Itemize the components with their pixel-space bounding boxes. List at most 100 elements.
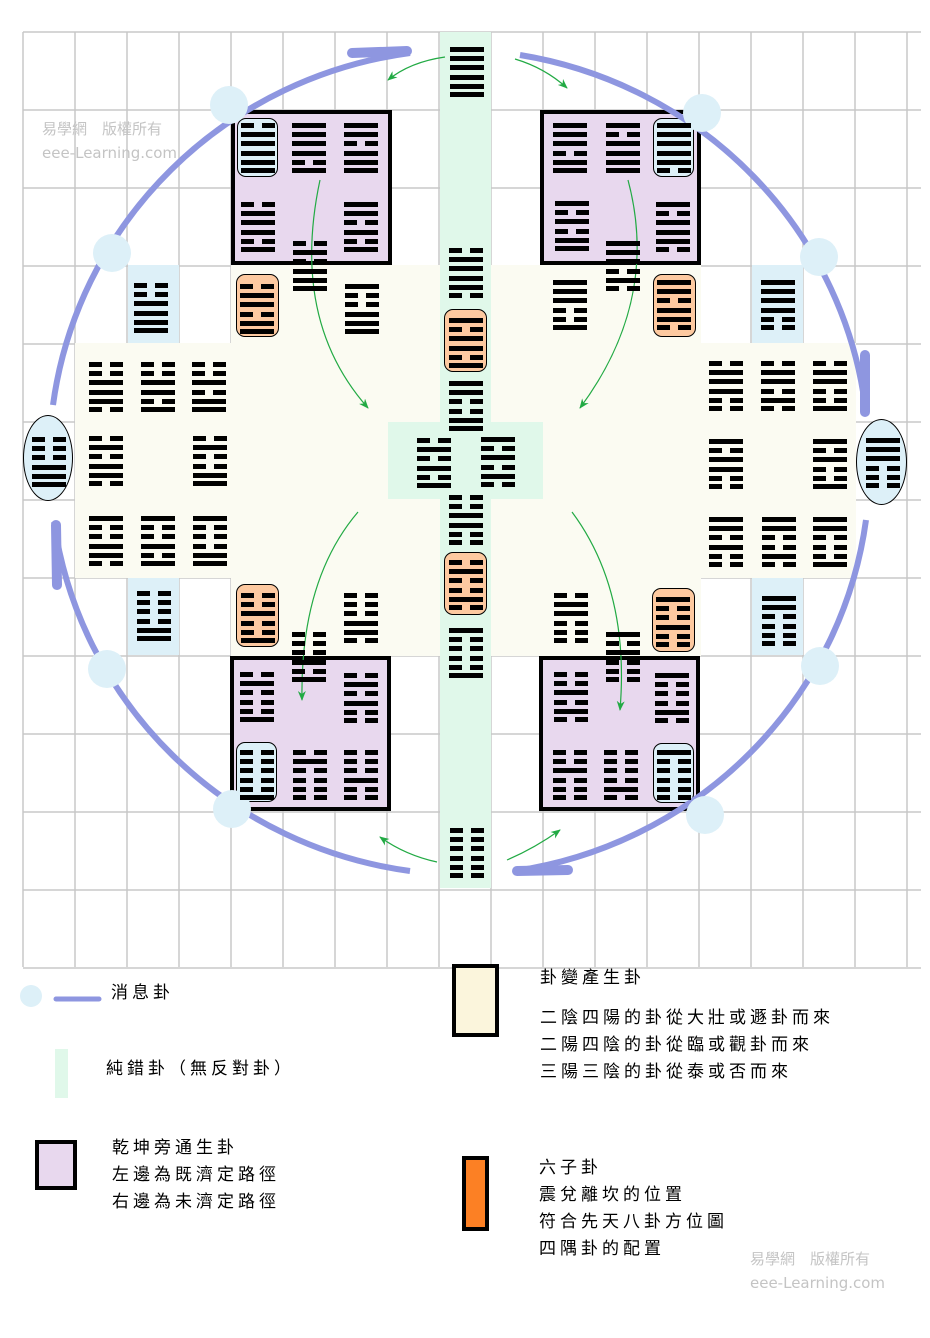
hexagram [89, 362, 123, 412]
legend-purple-text: 乾坤旁通生卦 左邊為既濟定路徑 右邊為未濟定路徑 [112, 1135, 280, 1216]
hexagram [193, 516, 227, 566]
yang-line [193, 516, 227, 521]
yin-line [606, 669, 640, 674]
node-square-bl [128, 578, 179, 655]
yang-line [292, 123, 326, 128]
yin-line [293, 241, 327, 246]
watermark-url: eee-Learning.com [750, 1274, 886, 1292]
yang-line [241, 132, 275, 137]
yin-line [240, 759, 274, 764]
yang-line [553, 289, 587, 294]
yin-line [554, 638, 588, 643]
yang-line [137, 628, 171, 633]
yin-line [762, 614, 796, 619]
yin-line [193, 525, 227, 530]
hexagram [657, 750, 691, 800]
node-circle [88, 650, 126, 688]
hexagram [450, 828, 484, 878]
yang-line [240, 681, 274, 686]
yang-line [241, 211, 275, 216]
yin-line [449, 399, 483, 404]
yin-line [192, 362, 226, 367]
yang-line [141, 544, 175, 549]
yang-line [241, 247, 275, 252]
hexagram [656, 202, 690, 252]
yang-line [866, 456, 900, 461]
yin-line [344, 795, 378, 800]
legend-orange-text: 六子卦 震兌離坎的位置 符合先天八卦方位圖 四隅卦的配置 [539, 1155, 728, 1263]
legend-cream-line: 三陽三陰的卦從泰或否而來 [540, 1062, 792, 1082]
yang-line [344, 621, 378, 626]
yin-line [606, 677, 640, 682]
yang-line [553, 168, 587, 173]
yang-line [134, 301, 168, 306]
hexagram [657, 123, 691, 173]
yang-line [655, 673, 689, 678]
yin-line [656, 606, 690, 611]
yin-line [449, 605, 483, 610]
yang-line [657, 317, 691, 322]
yin-line [813, 389, 847, 394]
hexagram [604, 750, 638, 800]
yang-line [89, 399, 123, 404]
yang-line [293, 269, 327, 274]
yang-line [89, 473, 123, 478]
yin-line [137, 600, 171, 605]
yang-line [241, 168, 275, 173]
hexagram [292, 123, 326, 173]
yang-line [344, 778, 378, 783]
yang-line [293, 286, 327, 291]
yin-line [553, 317, 587, 322]
node-circle [800, 238, 838, 276]
hexagram [241, 123, 275, 173]
watermark-text: 易學網 版權所有 [750, 1250, 871, 1268]
yin-line [604, 759, 638, 764]
yang-line [449, 426, 483, 431]
yin-line [344, 673, 378, 678]
yin-line [762, 535, 796, 540]
yin-line [762, 562, 796, 567]
yin-line [344, 759, 378, 764]
yang-line [292, 168, 326, 173]
yin-line [449, 248, 483, 253]
yang-line [89, 516, 123, 521]
yin-line [449, 637, 483, 642]
hexagram [192, 362, 226, 412]
yin-line [604, 778, 638, 783]
watermark-text: 易學網 版權所有 [42, 120, 163, 138]
yin-line [293, 778, 327, 783]
yin-line [554, 593, 588, 598]
yin-line [813, 554, 847, 559]
cycle-arrow-stubs [51, 46, 870, 876]
hexagram [89, 516, 123, 566]
yin-line [417, 438, 451, 443]
yin-line [192, 390, 226, 395]
yin-line [89, 454, 123, 459]
yin-line [709, 554, 743, 559]
hexagram [344, 673, 378, 723]
yin-line [449, 532, 483, 537]
yang-line [657, 132, 691, 137]
yin-line [813, 535, 847, 540]
yang-line [761, 370, 795, 375]
yin-line [761, 406, 795, 411]
legend-orange-swatch [462, 1156, 489, 1231]
yin-line [813, 361, 847, 366]
yang-line [241, 611, 275, 616]
yin-line [657, 325, 691, 330]
yang-line [192, 407, 226, 412]
yang-line [240, 302, 274, 307]
yin-line [554, 717, 588, 722]
hexagram [761, 280, 795, 330]
yin-line [241, 630, 275, 635]
hexagram [709, 439, 743, 489]
yin-line [553, 308, 587, 313]
yang-line [240, 321, 274, 326]
yang-line [449, 569, 483, 574]
yin-line [450, 828, 484, 833]
yang-line [606, 168, 640, 173]
yin-line [293, 787, 327, 792]
yin-line [345, 293, 379, 298]
yin-line [449, 588, 483, 593]
yang-line [193, 473, 227, 478]
